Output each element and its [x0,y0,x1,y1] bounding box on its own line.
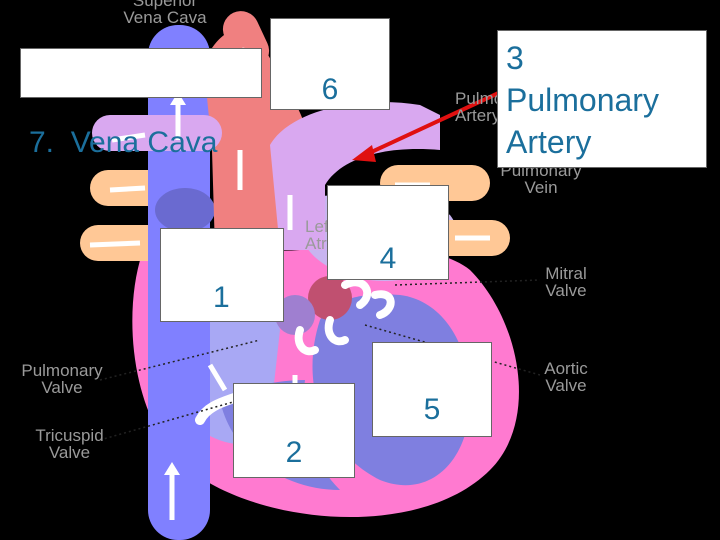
answer-box-2: 2 [233,383,355,478]
answer-box-7: 7. Vena Cava [20,48,262,159]
answer-box-6: 6 [270,18,390,110]
vena-cava-opening [155,188,215,232]
pulmonary-artery-left-branch [92,115,222,151]
answer-box-1: 1 [160,228,284,322]
answer-box-4: 4 [327,185,449,280]
heart-valves [195,276,395,425]
answer-box-5: 5 [372,342,492,437]
pointer-arrow [352,88,506,162]
